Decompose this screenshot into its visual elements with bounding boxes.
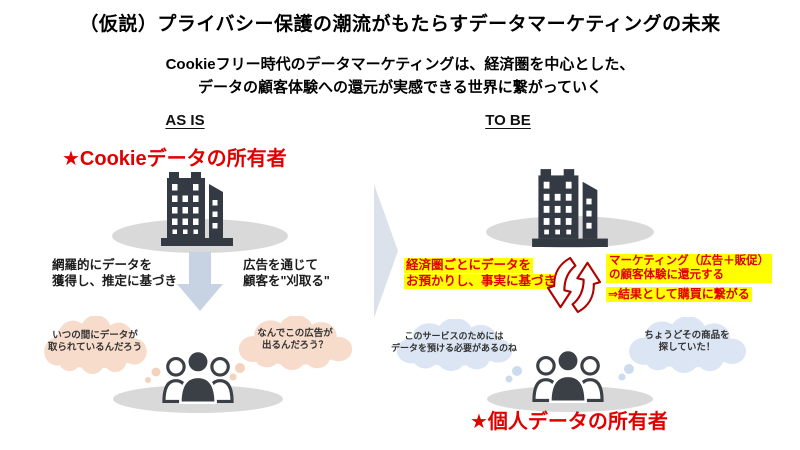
as-is-header: AS IS [165, 112, 205, 129]
thought-cloud-asis-left: いつの間にデータが 取られているんだろう [38, 316, 152, 374]
label-line: 広告を通じて [243, 258, 319, 272]
highlight-block: マーケティング（広告＋販促） の顧客体験に還元する [606, 254, 773, 283]
thought-line: いつの間にデータが [52, 329, 138, 341]
thought-text: このサービスのためには データを預ける必要があるのね [391, 330, 517, 361]
tobe-marketing-return-label: マーケティング（広告＋販促） の顧客体験に還元する ⇒結果として購買に繋がる [606, 254, 773, 302]
highlight-line: マーケティング（広告＋販促） [609, 255, 770, 267]
tobe-data-custody-label: 経済圏ごとにデータを お預かりし、事実に基づき [404, 258, 559, 290]
thought-line: 取られているんだろう [47, 342, 143, 353]
highlight-line: の顧客体験に還元する [609, 268, 724, 281]
cycle-arrows-icon [547, 256, 601, 314]
thought-line: データを預ける必要があるのね [390, 343, 517, 353]
thought-text: なんでこの広告が 出るんだろう？ [257, 328, 333, 359]
thought-bubble-tails [145, 363, 634, 383]
label-line: 網羅的にデータを [52, 258, 153, 272]
page-title: （仮説）プライバシー保護の潮流がもたらすデータマーケティングの未来 [79, 14, 721, 35]
highlight-line: お預かりし、事実に基づき [404, 274, 559, 289]
label-line: 顧客を"刈取る" [243, 274, 330, 288]
cookie-data-owner-label: ★Cookieデータの所有者 [62, 148, 287, 170]
building-icon-tobe [532, 169, 608, 247]
asis-ad-harvest-label: 広告を通じて 顧客を"刈取る" [243, 257, 330, 289]
highlight-line: 経済圏ごとにデータを [404, 258, 534, 273]
thought-text: いつの間にデータが 取られているんだろう [48, 330, 142, 361]
people-group-icon-asis [162, 349, 234, 404]
thought-line: なんでこの広告が [257, 327, 333, 339]
asis-data-collection-label: 網羅的にデータを 獲得し、推定に基づき [52, 257, 177, 289]
subtitle-line-1: Cookieフリー時代のデータマーケティングは、経済圏を中心とした、 [165, 56, 635, 73]
label-line: 獲得し、推定に基づき [52, 274, 178, 288]
thought-line: 探していた！ [658, 342, 716, 353]
thought-text: ちょうどその商品を 探していた！ [644, 330, 729, 361]
subtitle-line-2: データの顧客体験への還元が実感できる世界に繋がっていく [198, 79, 602, 96]
thought-line: ちょうどその商品を [644, 329, 730, 341]
thought-line: 出るんだろう？ [262, 340, 328, 351]
building-icon-asis [161, 172, 233, 246]
thought-cloud-asis-right: なんでこの広告が 出るんだろう？ [232, 316, 358, 370]
thought-cloud-tobe-left: このサービスのためには データを預ける必要があるのね [390, 319, 518, 371]
to-be-header: TO BE [485, 112, 531, 129]
right-transition-arrow-icon [374, 184, 398, 318]
thought-cloud-tobe-right: ちょうどその商品を 探していた！ [622, 317, 752, 373]
personal-data-owner-label: ★個人データの所有者 [470, 411, 668, 433]
highlight-line: ⇒結果として購買に繋がる [606, 287, 752, 302]
down-arrow-icon [177, 252, 223, 311]
people-group-icon-tobe [532, 348, 604, 403]
thought-line: このサービスのためには [404, 330, 504, 341]
